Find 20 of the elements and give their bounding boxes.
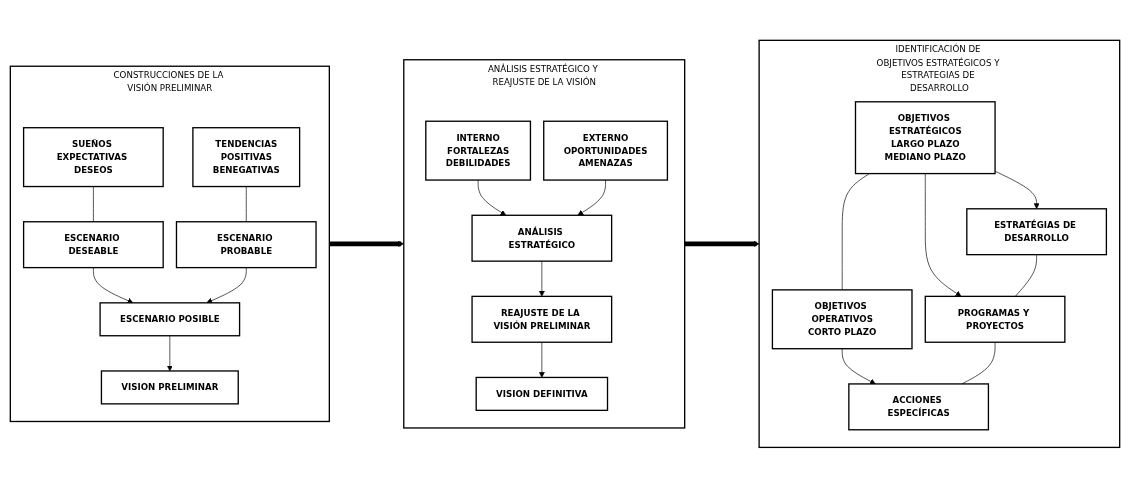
node-box: INTERNO FORTALEZAS DEBILIDADES xyxy=(425,120,532,181)
node-box: SUEÑOS EXPECTATIVAS DESEOS xyxy=(22,126,164,187)
node-box: OBJETIVOS ESTRATÉGICOS LARGO PLAZO MEDIANO PLAZO xyxy=(854,100,996,174)
node-box: REAJUSTE DE LA VISIÓN PRELIMINAR xyxy=(471,295,613,343)
node-box: EXTERNO OPORTUNIDADES AMENAZAS xyxy=(543,120,669,181)
node-box: ESTRATÉGIAS DE DESARROLLO xyxy=(966,207,1108,255)
connector xyxy=(1015,253,1037,297)
node-box: OBJETIVOS OPERATIVOS CORTO PLAZO xyxy=(771,288,913,349)
node-box: ESCENARIO POSIBLE xyxy=(99,301,241,337)
connector xyxy=(841,172,870,290)
connector xyxy=(245,185,247,222)
node-box: VISION PRELIMINAR xyxy=(100,369,239,405)
node-box: ESCENARIO DESEABLE xyxy=(22,220,164,268)
node-box: TENDENCIAS POSITIVAS BENEGATIVAS xyxy=(192,126,301,187)
node-box: ANÁLISIS ESTRATÉGICO xyxy=(471,214,613,262)
node-box: VISION DEFINITIVA xyxy=(475,376,609,411)
connector xyxy=(93,185,94,222)
node-box: ACCIONES ESPECÍFICAS xyxy=(848,382,990,431)
node-box: PROGRAMAS Y PROYECTOS xyxy=(924,295,1066,343)
node-box: ESCENARIO PROBABLE xyxy=(175,220,317,268)
